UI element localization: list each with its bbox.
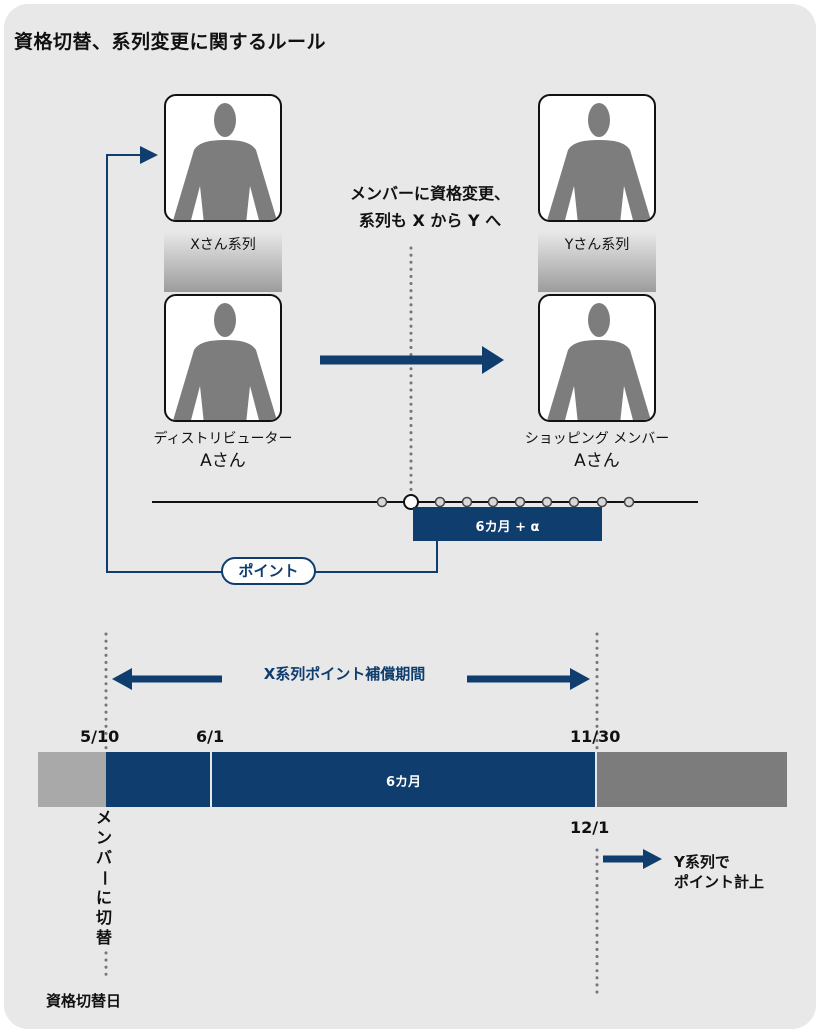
vertical-char: ー <box>95 869 114 886</box>
x-series-label: Xさん系列 <box>190 237 256 253</box>
distributor-person-card <box>164 294 282 422</box>
diagram-panel <box>4 4 816 1029</box>
date-end: 11/30 <box>570 727 621 746</box>
y-series-person-card <box>538 94 656 222</box>
span-arrow-right-icon <box>570 668 590 690</box>
month-marker <box>623 496 635 508</box>
month-marker <box>514 496 526 508</box>
point-line-left <box>106 154 223 573</box>
month-marker <box>434 496 446 508</box>
y-series-note-line2: ポイント計上 <box>674 873 765 891</box>
arrow-head-icon <box>482 346 504 374</box>
person-icon <box>547 103 651 220</box>
six-month-bar <box>212 752 595 807</box>
member-switch-vertical-label: メ ン バ ー に 切 替 <box>92 808 116 948</box>
y-series-note: Y系列で ポイント計上 <box>674 852 764 892</box>
vertical-char: メ <box>95 808 112 827</box>
month-marker <box>596 496 608 508</box>
shopping-member-label: ショッピング メンバー <box>524 431 670 447</box>
point-arrow-icon <box>140 146 158 164</box>
distributor-label: ディストリビューター <box>153 431 293 447</box>
page-title: 資格切替、系列変更に関するルール <box>14 31 327 53</box>
point-label: ポイント <box>221 557 316 585</box>
post-period-bar <box>597 752 787 807</box>
x-series-connector <box>164 232 282 292</box>
person-icon <box>547 303 651 420</box>
pre-period-bar <box>38 752 106 807</box>
first-month-bar <box>106 752 210 807</box>
period-label: 6カ月 + α <box>475 520 540 535</box>
vertical-char: バ <box>95 848 112 867</box>
month-marker <box>541 496 553 508</box>
y-series-note-line1: Y系列で <box>674 853 730 871</box>
shopping-member-name: Aさん <box>574 451 620 471</box>
vertical-char: ン <box>95 828 112 847</box>
month-markers <box>376 496 635 508</box>
shopping-member-person-card <box>538 294 656 422</box>
vertical-char: 替 <box>95 928 112 947</box>
month-marker <box>487 496 499 508</box>
month-marker <box>568 496 580 508</box>
change-note: メンバーに資格変更、 系列も X から Y へ <box>300 180 560 234</box>
date-next: 12/1 <box>570 818 610 837</box>
period-box <box>413 507 602 541</box>
point-line-right <box>312 540 438 573</box>
span-arrow-left-icon <box>112 668 132 690</box>
switch-day-label: 資格切替日 <box>46 992 122 1010</box>
y-series-label: Yさん系列 <box>564 237 630 253</box>
change-note-line2: 系列も X から Y へ <box>358 211 502 230</box>
compensation-period-label: X系列ポイント補償期間 <box>222 663 467 684</box>
y-series-connector <box>538 232 656 292</box>
change-point-marker <box>403 494 419 510</box>
person-icon <box>173 103 277 220</box>
vertical-char: に <box>95 888 112 907</box>
bar-label: 6カ月 <box>385 775 422 790</box>
vertical-char: 切 <box>95 908 112 927</box>
month-marker <box>461 496 473 508</box>
date-start: 5/10 <box>80 727 120 746</box>
distributor-name: Aさん <box>200 451 246 471</box>
change-note-line1: メンバーに資格変更、 <box>349 184 510 203</box>
y-series-arrow-icon <box>643 849 662 869</box>
person-icon <box>173 303 277 420</box>
month-marker <box>376 496 388 508</box>
date-mid: 6/1 <box>196 727 225 746</box>
x-series-person-card <box>164 94 282 222</box>
